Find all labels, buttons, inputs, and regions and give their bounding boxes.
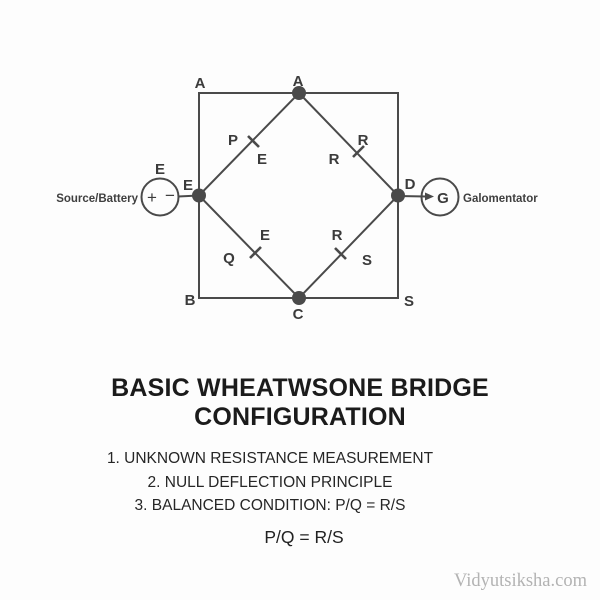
balance-formula: P/Q = R/S [264,527,344,547]
page-title: BASIC WHEATWSONE BRIDGE CONFIGURATION [0,374,600,432]
wheatstone-bridge-diagram: + − Source/Battery E G Galomentator A B … [56,73,538,323]
arm-value-upper-left: E [257,151,267,168]
node-left [192,188,206,203]
resistor-tick-lower-left [249,246,262,259]
arm-label-s: S [362,252,372,269]
resistor-tick-upper-right [352,145,365,158]
galvanometer-label: Galomentator [463,193,538,205]
corner-label-bottom-left: B [185,292,196,309]
list-item: 3. BALANCED CONDITION: P/Q = R/S [134,497,406,514]
node-bottom [292,291,306,305]
arm-value-lower-left: E [260,227,270,244]
list-item: 2. NULL DEFLECTION PRINCIPLE [147,473,393,491]
resistor-tick-upper-left [247,135,260,148]
arrow-head-icon [425,192,434,201]
notes-list: 1. UNKNOWN RESISTANCE MEASUREMENT 2. NUL… [0,447,540,518]
galvanometer-symbol: G [437,190,449,207]
galvanometer-circle [420,177,460,217]
arm-value-lower-right: R [332,227,343,244]
page-title-line1: BASIC WHEATWSONE BRIDGE [111,374,489,402]
corner-label-top-left: A [195,75,206,92]
arm-label-r: R [358,132,369,149]
watermark: Vidyutsiksha.com [453,571,587,591]
arm-label-q: Q [223,250,235,267]
battery-plus-terminal: + [147,188,157,207]
battery-circle [140,177,180,217]
node-label-left: E [183,177,193,194]
node-label-right: D [405,176,416,193]
corner-label-bottom-right: S [404,293,414,310]
battery-minus-terminal: − [165,186,175,205]
battery-emf-label: E [155,161,165,178]
arm-label-p: P [228,132,238,149]
list-item: 1. UNKNOWN RESISTANCE MEASUREMENT [106,450,434,467]
battery-label: Source/Battery [56,193,138,205]
node-right [391,188,405,203]
node-label-bottom: C [293,306,304,323]
page-title-line2: CONFIGURATION [194,403,406,431]
node-label-top: A [293,73,304,90]
arm-value-upper-right: R [329,151,340,168]
resistor-tick-lower-right [334,247,347,260]
node-top [292,86,306,100]
